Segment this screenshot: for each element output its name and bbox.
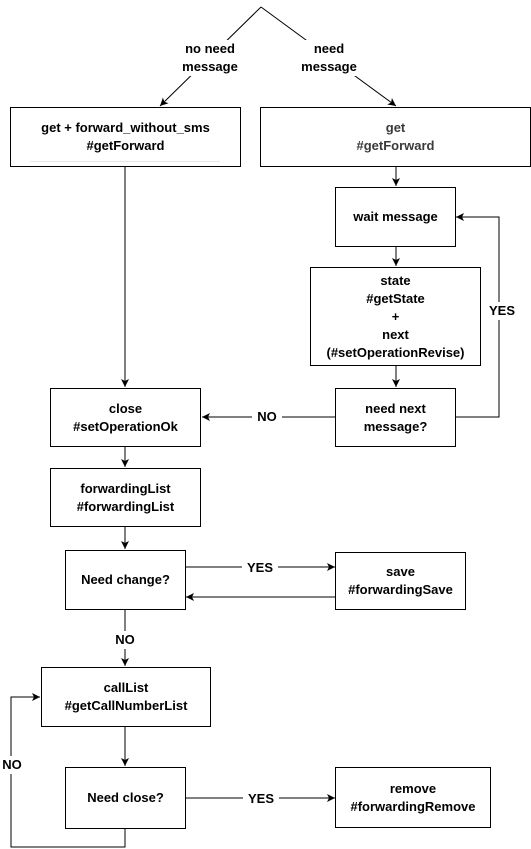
edge-label-yes-loop: YES [485,302,519,320]
edge-label-yes-change: YES [242,559,278,577]
node-label: message? [363,418,428,434]
edge-label-line: YES [488,303,515,318]
node-label: wait message [353,209,438,224]
node-label: get [385,120,406,135]
node-get-forward-without-sms: get + forward_without_sms #getForward [10,107,241,167]
edge-label-need-message: need message [290,40,368,76]
node-label: save [386,564,415,579]
node-label: + [391,308,400,324]
node-call-list: callList #getCallNumberList [41,667,211,727]
edge-no-close-loop [10,693,126,848]
node-label: #getState [366,290,425,306]
edge-label-no-to-close: NO [252,408,282,426]
node-label: close [108,400,143,416]
node-close: close #setOperationOk [50,388,201,447]
node-need-next-message: need next message? [335,388,456,447]
node-label: #forwardingList [76,498,175,514]
node-label: Need close? [87,790,164,805]
node-remove: remove #forwardingRemove [335,767,491,828]
node-need-close: Need close? [65,767,186,829]
node-label: state [380,272,411,288]
node-label: #forwardingSave [348,582,453,597]
node-need-change: Need change? [65,550,186,610]
node-label: #setOperationOk [73,418,178,434]
node-label: remove [389,780,437,796]
edge-label-line: YES [246,560,273,575]
node-label: need next [365,400,426,416]
node-wait-message: wait message [335,187,456,247]
node-label: (#setOperationRevise) [326,344,465,360]
node-label: #getCallNumberList [64,698,188,713]
node-label: next [382,326,409,342]
node-save: save #forwardingSave [335,552,466,610]
node-label: forwardingList [80,480,171,496]
node-label: get + forward_without_sms [41,120,210,135]
node-label: callList [103,680,149,695]
edge-label-no-close: NO [0,756,25,774]
node-label: #getForward [356,138,435,153]
node-get: get #getForward [260,107,531,167]
edge-label-line: message [182,59,238,74]
edge-label-yes-close: YES [243,790,279,808]
edge-label-line: NO [115,632,135,647]
node-state-next: state #getState + next (#setOperationRev… [310,267,481,366]
node-forwarding-list: forwardingList #forwardingList [50,468,201,527]
node-label: #getForward [86,138,165,153]
edge-label-line: message [301,59,357,74]
edge-label-no-change: NO [110,631,140,649]
node-label: #forwardingRemove [350,798,476,814]
edge-label-no-need-message: no need message [171,40,249,76]
edge-label-line: NO [257,409,277,424]
edge-label-line: NO [2,757,22,772]
edge-label-line: no need [185,41,235,56]
node-label: Need change? [81,572,170,587]
node-divider [30,161,220,162]
edge-label-line: YES [247,791,274,806]
edge-label-line: need [313,41,345,56]
